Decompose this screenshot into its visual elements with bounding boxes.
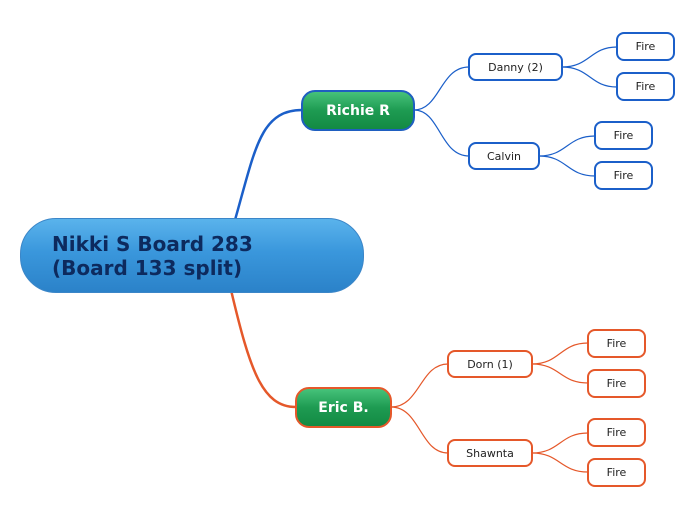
leaf-label: Fire	[606, 337, 627, 350]
main-topic-richie[interactable]: Richie R	[301, 90, 415, 131]
connector-root-eric	[229, 289, 297, 409]
connector-danny-fire-2	[561, 66, 618, 88]
central-topic-line-2: (Board 133 split)	[52, 255, 243, 280]
leaf-topic-fire[interactable]: Fire	[616, 32, 675, 61]
leaf-topic-fire[interactable]: Fire	[587, 418, 646, 447]
leaf-label: Fire	[635, 40, 656, 53]
connector-shawnta-fire-2	[531, 452, 589, 473]
connector-calvin-fire-2	[538, 155, 596, 177]
subtopic-label: Danny (2)	[488, 60, 543, 74]
leaf-topic-fire[interactable]: Fire	[587, 329, 646, 358]
subtopic-label: Calvin	[486, 149, 521, 163]
subtopic-calvin[interactable]: Calvin	[468, 142, 540, 170]
subtopic-label: Shawnta	[466, 446, 514, 460]
leaf-topic-fire[interactable]: Fire	[587, 458, 646, 487]
leaf-topic-fire[interactable]: Fire	[587, 369, 646, 398]
subtopic-label: Dorn (1)	[467, 357, 513, 371]
subtopic-dorn[interactable]: Dorn (1)	[447, 350, 533, 378]
leaf-label: Fire	[635, 80, 656, 93]
subtopic-shawnta[interactable]: Shawnta	[447, 439, 533, 467]
connector-dorn-fire-1	[531, 342, 589, 365]
leaf-topic-fire[interactable]: Fire	[594, 121, 653, 150]
central-topic-line-1: Nikki S Board 283	[52, 231, 253, 256]
leaf-topic-fire[interactable]: Fire	[616, 72, 675, 101]
main-topic-label: Eric B.	[318, 399, 369, 416]
connector-root-richie	[233, 108, 303, 221]
connector-richie-calvin	[413, 109, 470, 157]
leaf-label: Fire	[613, 169, 634, 182]
leaf-label: Fire	[606, 377, 627, 390]
connector-eric-shawnta	[390, 406, 449, 454]
leaf-label: Fire	[606, 426, 627, 439]
connector-shawnta-fire-1	[531, 432, 589, 454]
leaf-label: Fire	[613, 129, 634, 142]
main-topic-eric[interactable]: Eric B.	[295, 387, 392, 428]
subtopic-danny[interactable]: Danny (2)	[468, 53, 563, 81]
connector-eric-dorn	[390, 363, 449, 408]
connector-danny-fire-1	[561, 46, 618, 68]
central-topic-title: Nikki S Board 283 (Board 133 split)	[52, 232, 253, 280]
leaf-topic-fire[interactable]: Fire	[594, 161, 653, 190]
leaf-label: Fire	[606, 466, 627, 479]
main-topic-label: Richie R	[326, 102, 390, 119]
connector-richie-danny	[413, 66, 470, 111]
central-topic[interactable]: Nikki S Board 283 (Board 133 split)	[20, 218, 364, 293]
connector-calvin-fire-1	[538, 135, 596, 157]
connector-dorn-fire-2	[531, 363, 589, 384]
